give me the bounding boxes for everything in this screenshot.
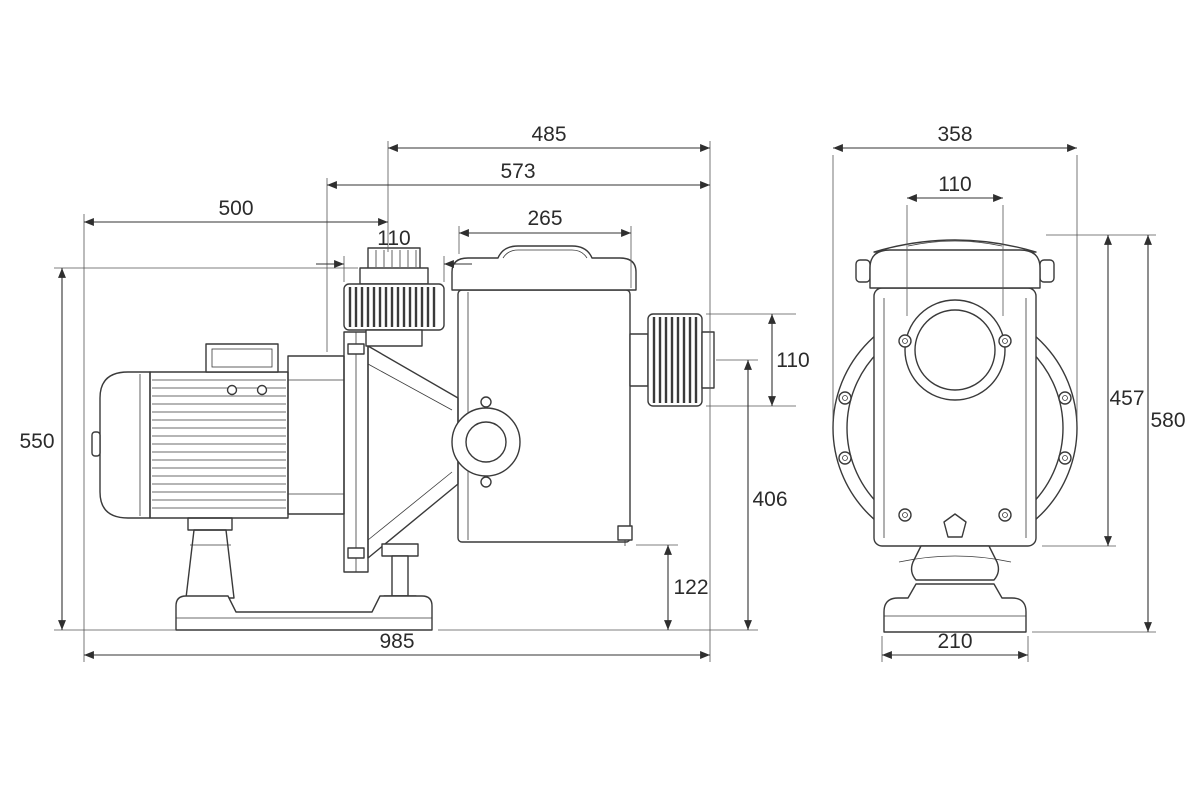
pump-lid [855, 239, 1055, 289]
dim-210: 210 [882, 630, 1028, 659]
dim-985: 985 [84, 630, 710, 659]
volute [367, 345, 459, 559]
dim-label-110-outlet: 110 [776, 349, 809, 372]
front-extension-lines [832, 155, 1156, 662]
motor-body [149, 371, 289, 519]
dim-550: 550 [19, 268, 66, 630]
strainer-lid [451, 245, 637, 291]
dim-label-406: 406 [752, 488, 787, 511]
inlet-port [904, 299, 1006, 401]
front-view: 358 110 457 580 210 [832, 123, 1186, 662]
pedestal [898, 545, 1012, 581]
terminal-box [205, 343, 279, 373]
dim-label-110-port: 110 [938, 173, 971, 196]
motor-screw [226, 384, 238, 396]
dim-label-457: 457 [1109, 387, 1144, 410]
motor-foot [185, 517, 235, 599]
motor-fins [152, 379, 286, 509]
lid-ear [1039, 259, 1055, 283]
dim-110-top: 110 [316, 227, 472, 268]
front-drain-cap [943, 513, 967, 538]
dim-358: 358 [833, 123, 1077, 152]
dim-406: 406 [744, 360, 788, 630]
front-base [883, 583, 1027, 633]
discharge-union [629, 313, 715, 407]
dim-label-580: 580 [1150, 409, 1185, 432]
drain-plug [617, 525, 633, 546]
dim-label-485: 485 [531, 123, 566, 146]
side-view: 485 573 500 265 110 110 406 122 [19, 123, 810, 662]
dim-485: 485 [388, 123, 710, 152]
union-knurling [348, 287, 436, 327]
flange-bolts [838, 334, 1072, 522]
side-extension-lines [54, 141, 796, 662]
motor-screw [256, 384, 268, 396]
dim-110-outlet: 110 [768, 314, 810, 406]
dim-122: 122 [664, 545, 709, 630]
union-nut [647, 313, 703, 407]
dim-label-122: 122 [673, 576, 708, 599]
dim-580: 580 [1144, 235, 1186, 632]
pump-base [175, 595, 433, 631]
dim-label-358: 358 [937, 123, 972, 146]
inlet-union [343, 247, 445, 347]
lid-ear [855, 259, 871, 283]
dim-label-550: 550 [19, 430, 54, 453]
dim-265: 265 [459, 207, 631, 237]
impeller-hub [451, 396, 521, 488]
dim-label-985: 985 [379, 630, 414, 653]
dim-110-port: 110 [907, 173, 1003, 202]
dim-label-110-top: 110 [377, 227, 410, 250]
dim-label-500: 500 [218, 197, 253, 220]
dim-457: 457 [1104, 235, 1145, 546]
pump-bracket [287, 355, 345, 515]
dim-label-210: 210 [937, 630, 972, 653]
dim-label-265: 265 [527, 207, 562, 230]
motor-end-bell [91, 371, 151, 519]
dim-573: 573 [327, 160, 710, 189]
union-knurling [652, 317, 698, 403]
dim-label-573: 573 [500, 160, 535, 183]
dim-500: 500 [84, 197, 388, 226]
flange-plate [343, 331, 369, 573]
